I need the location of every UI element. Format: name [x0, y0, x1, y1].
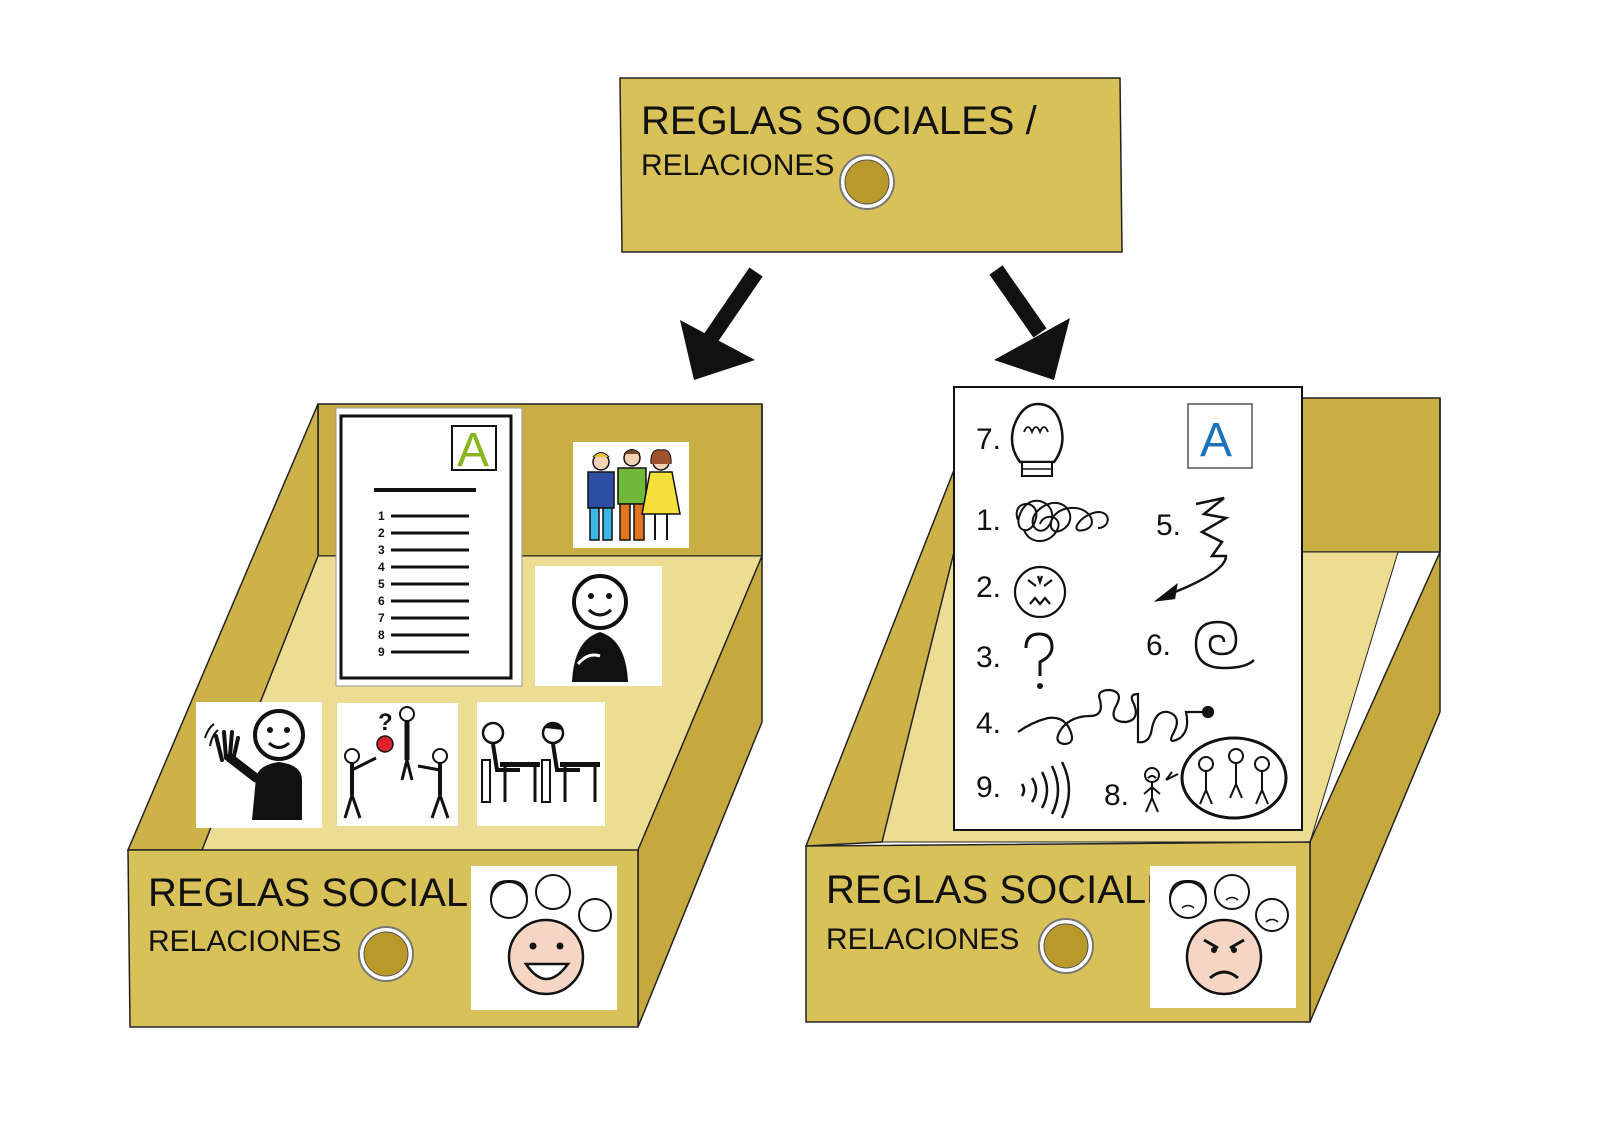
angry-face-icon: [1013, 565, 1067, 619]
question-mark-icon: [1024, 632, 1054, 689]
step-label: 7.: [976, 423, 1001, 456]
zigzag-arrow-icon: [1153, 496, 1230, 602]
list-number: 1: [378, 509, 385, 523]
step-label: 1.: [976, 504, 1001, 537]
arrow-right-icon: [989, 265, 1070, 380]
students-at-desks-icon: [477, 702, 605, 826]
step-label: 2.: [976, 571, 1001, 604]
step-label: 3.: [976, 641, 1001, 674]
scribble-line-icon: [1017, 688, 1215, 746]
right-box-subtitle: RELACIONES: [826, 923, 1019, 956]
left-box-title: REGLAS SOCIALES: [148, 871, 521, 915]
sad-person-group-icon: [1143, 736, 1288, 820]
happy-faces-icon: [471, 866, 617, 1010]
list-number: 3: [378, 543, 385, 557]
list-number: 5: [378, 577, 385, 591]
sound-waves-icon: [1020, 761, 1071, 819]
step-label: 8.: [1104, 779, 1129, 812]
right-box: A 7. 1. 5. 2.: [804, 386, 1441, 1023]
list-number: 8: [378, 628, 385, 642]
list-number: 4: [378, 560, 385, 574]
top-box-subtitle: RELACIONES: [641, 149, 834, 182]
top-box-title: REGLAS SOCIALES /: [641, 99, 1038, 143]
spiral-icon: [1194, 620, 1255, 670]
left-box-button[interactable]: [358, 926, 414, 982]
right-card-letter: A: [1200, 414, 1232, 467]
left-box: A 1 2 3 4 5 6 7 8 9: [126, 403, 763, 1028]
step-label: 4.: [976, 707, 1001, 740]
arrow-left-icon: [680, 267, 763, 380]
top-box-button[interactable]: [839, 154, 895, 210]
right-box-button[interactable]: [1038, 918, 1094, 974]
waving-person-icon: [196, 702, 322, 828]
list-number: 9: [378, 645, 385, 659]
list-number: 7: [378, 611, 385, 625]
list-number: 2: [378, 526, 385, 540]
left-box-subtitle: RELACIONES: [148, 925, 341, 958]
step-label: 5.: [1156, 509, 1181, 542]
top-box: REGLAS SOCIALES / RELACIONES: [619, 77, 1123, 253]
list-number: 6: [378, 594, 385, 608]
lightbulb-icon: [1010, 402, 1064, 477]
hand-on-chest-icon: [535, 566, 662, 686]
step-label: 6.: [1146, 629, 1171, 662]
left-document-letter: A: [457, 424, 489, 477]
step-label: 9.: [976, 771, 1001, 804]
ball-game-icon: ?: [337, 703, 458, 826]
friends-group-icon: [573, 442, 689, 548]
angry-faces-icon: [1150, 866, 1296, 1008]
left-document-card: A 1 2 3 4 5 6 7 8 9: [335, 407, 523, 687]
right-instruction-card: A 7. 1. 5. 2.: [953, 386, 1303, 831]
right-box-title: REGLAS SOCIALES: [826, 868, 1199, 912]
left-document-list: 1 2 3 4 5 6 7 8 9: [378, 509, 469, 659]
tangle-scribble-icon: [1015, 499, 1109, 542]
svg-text:?: ?: [378, 709, 393, 736]
